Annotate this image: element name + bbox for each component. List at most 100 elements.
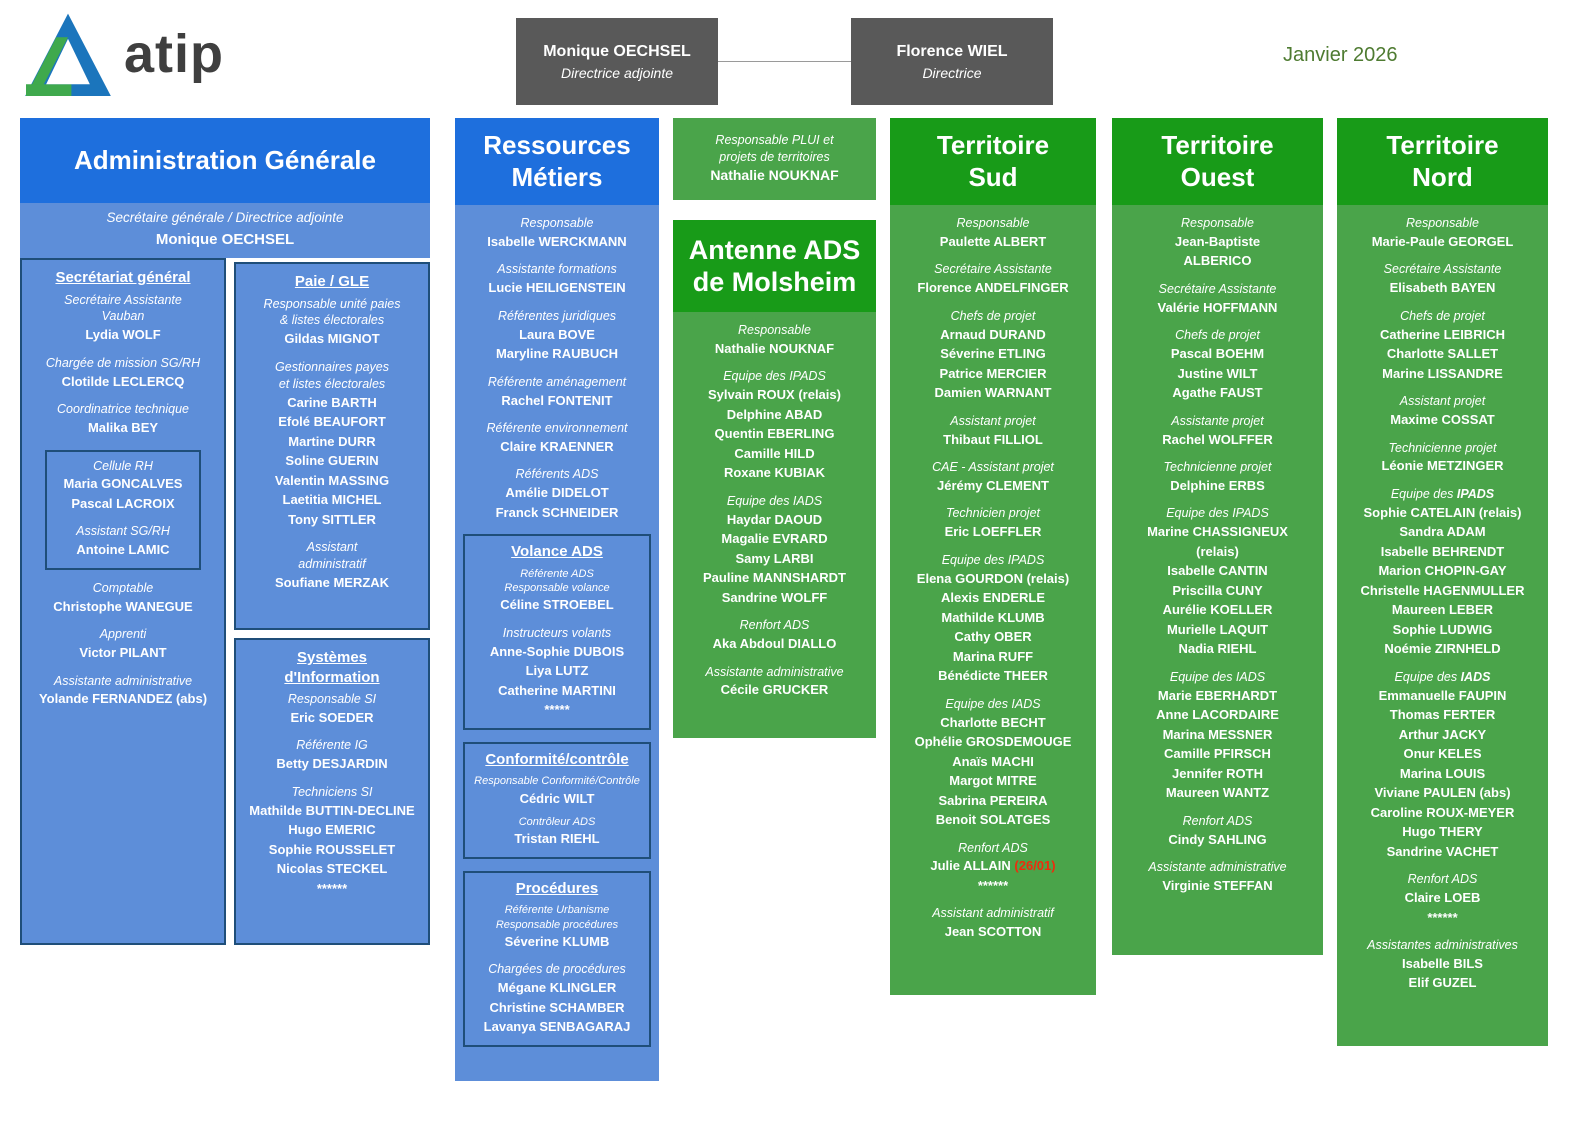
role-label: Responsable procédures [495,918,619,931]
person-name: Soufiane MERZAK [274,574,390,590]
emphasis: IADS [1460,669,1491,684]
role-label: Secrétaire Assistante Vauban [64,292,182,324]
person-name: Caroline ROUX-MEYER [1370,804,1515,820]
role-label: Technicienne projet [1388,440,1497,455]
role-label: Référentes juridiques [497,308,617,323]
role-label: Assistante formations [497,262,617,277]
person-name: Rachel WOLFFER [1162,431,1273,447]
column-title-antenne-ads: Antenne ADS de Molsheim [673,220,876,312]
atip-logo-icon [25,13,111,96]
person-name: Pascal BOEHM [1170,346,1265,362]
role-label: Secrétaire Assistante [1158,281,1277,296]
person-name: Patrice MERCIER [939,365,1047,381]
person-name: Arthur JACKY [1398,726,1487,742]
person-name: Eric SOEDER [290,709,374,725]
person-name: Murielle LAQUIT [1166,621,1269,637]
role-label: Renfort ADS [739,618,810,633]
role-label: Coordinatrice technique [56,402,190,417]
role-label: Responsable [956,216,1030,230]
role-label: Equipe des IADS [1394,669,1491,684]
emphasis: IPADS [1456,486,1495,501]
person-name: Florence ANDELFINGER [917,280,1069,296]
role-label: Responsable unité paies & listes élector… [263,296,401,328]
person-name: Isabelle BEHRENDT [1380,543,1505,559]
role-label: Assistante administrative [53,673,193,688]
column-antenne-molsheim: Responsable PLUI et projets de territoir… [673,118,876,738]
person-name: Sandrine VACHET [1386,843,1499,859]
person-name: Elena GOURDON (relais) [916,570,1070,586]
person-name: Julie ALLAIN (26/01) [930,858,1056,874]
person-name: Léonie METZINGER [1381,458,1504,474]
person-name: Thibaut FILLIOL [943,431,1043,447]
person-name: Maureen WANTZ [1165,785,1270,801]
role-label: Assistant SG/RH [76,524,170,539]
person-name: Hugo THERY [1402,824,1483,840]
person-name: Bénédicte THEER [938,668,1048,684]
role-label: Instructeurs volants [502,625,612,640]
role-label: Chefs de projet [1175,328,1260,343]
person-name: Céline STROEBEL [500,597,614,613]
person-name: Justine WILT [1177,365,1258,381]
person-name: Marie EBERHARDT [1157,687,1278,703]
role-label: Renfort ADS [1407,872,1478,887]
section-title: Volance ADS [511,543,603,561]
person-name: Maria GONCALVES [63,476,183,492]
person-name: Aurélie KOELLER [1162,602,1273,618]
person-name: Laura BOVE [519,326,595,342]
person-name: Maureen LEBER [1391,602,1494,618]
role-label: Responsable [520,216,594,230]
person-name: Camille PFIRSCH [1164,746,1271,762]
role-label: Gestionnaires payes et listes électorale… [275,359,389,391]
person-name: Sophie CATELAIN (relais) [1363,504,1522,520]
role-label: Equipe des IPADS [1166,506,1269,521]
column-title-ressources-metiers: Ressources Métiers [455,118,659,205]
person-name: Sandrine WOLFF [721,589,828,605]
person-name: ****** [1427,909,1458,925]
person-name: Quentin EBERLING [714,426,835,442]
role-label: Référente Urbanisme [504,904,610,917]
person-name: Efolé BEAUFORT [278,414,386,429]
person-name: Christophe WANEGUE [53,598,193,614]
role-label: Assistant administratif [298,540,366,571]
person-name: Cédric WILT [519,790,595,806]
person-name: Clotilde LECLERCQ [61,373,185,389]
person-name: Carine BARTH [287,394,377,410]
person-name: Thomas FERTER [1389,707,1496,723]
person-name: Onur KELES [1403,746,1482,762]
person-name: Maryline RAUBUCH [495,346,619,362]
person-name: Cindy SAHLING [1168,831,1267,847]
person-name: Priscilla CUNY [1172,582,1263,598]
person-name: Arnaud DURAND [940,326,1046,342]
person-name: Catherine MARTINI [498,682,616,698]
person-name: Noémie ZIRNHELD [1384,641,1501,657]
role-label: Contrôleur ADS [518,816,596,829]
role-label: CAE - Assistant projet [932,460,1054,474]
person-name: Samy LARBI [735,550,814,566]
person-name: Haydar DAOUD [726,511,823,527]
atip-logo-text: atip [124,24,225,84]
person-name: Séverine ETLING [940,346,1046,362]
person-name: Soline GUERIN [285,453,379,468]
person-name: Mégane KLINGLER [497,980,617,996]
person-name: Charlotte BECHT [940,714,1046,730]
atip-logo: atip [24,12,224,96]
person-name: Christelle HAGENMULLER [1360,582,1525,598]
role-label: Responsable [1406,216,1479,230]
person-name: Sabrina PEREIRA [938,792,1048,808]
person-name: Malika BEY [87,420,159,435]
role-label: Renfort ADS [958,840,1028,855]
person-name: ***** [544,702,570,718]
role-label: Référente IG [296,738,368,753]
role-label: Chargée de mission SG/RH [45,355,201,370]
person-name: Emmanuelle FAUPIN [1378,687,1507,703]
person-name: Lavanya SENBAGARAJ [483,1019,631,1035]
director-name: Florence WIEL [896,42,1008,60]
